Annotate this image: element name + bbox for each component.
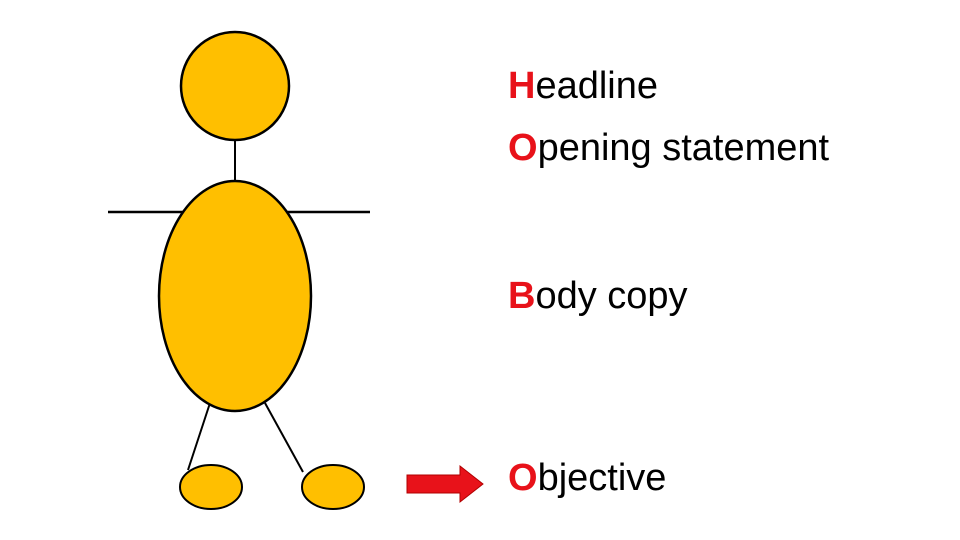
headline-label: Headline [508,64,658,108]
right-foot-ellipse [301,464,365,510]
left-leg-line [187,402,211,471]
headline-text: eadline [535,65,659,107]
right-leg-line [264,402,304,473]
body-initial: B [508,275,536,317]
body-copy-label: Body copy [508,274,688,318]
left-foot-ellipse [179,464,243,510]
headline-initial: H [508,65,536,107]
head-circle [179,30,291,142]
body-ellipse [157,179,313,413]
opening-text: pening statement [537,127,830,169]
opening-initial: O [508,127,538,169]
objective-text: bjective [537,457,667,499]
objective-label: Objective [508,456,666,500]
body-text: ody copy [535,275,688,317]
objective-arrow [406,464,484,504]
opening-statement-label: Opening statement [508,126,829,170]
objective-initial: O [508,457,538,499]
